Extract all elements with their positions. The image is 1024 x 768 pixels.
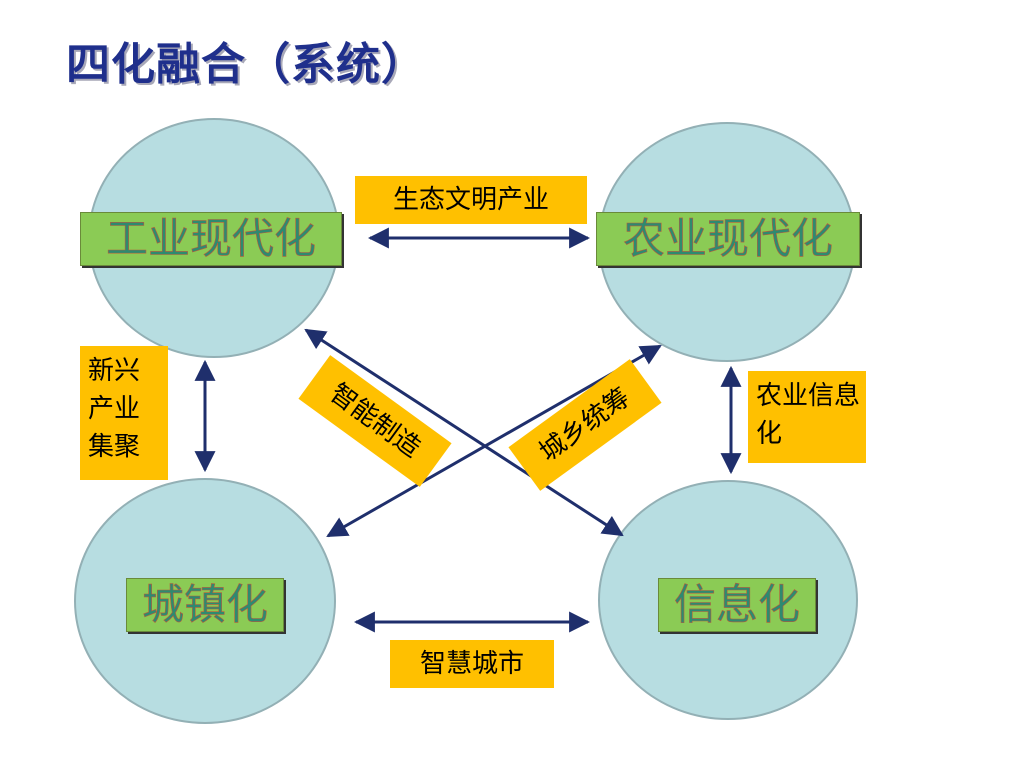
link-top-label: 生态文明产业 bbox=[355, 176, 587, 224]
node-informatization: 信息化 bbox=[658, 578, 816, 632]
node-agriculture: 农业现代化 bbox=[596, 212, 860, 266]
link-right-text: 农业信息化 bbox=[756, 381, 861, 449]
link-bottom-label: 智慧城市 bbox=[390, 640, 554, 688]
link-right-label: 农业信息化 bbox=[748, 371, 866, 463]
link-left-text: 新兴产业集聚 bbox=[88, 356, 141, 462]
link-left-label: 新兴产业集聚 bbox=[80, 346, 168, 480]
node-industry: 工业现代化 bbox=[80, 212, 342, 266]
node-urbanization: 城镇化 bbox=[126, 578, 284, 632]
page-title: 四化融合（系统） bbox=[66, 39, 426, 90]
